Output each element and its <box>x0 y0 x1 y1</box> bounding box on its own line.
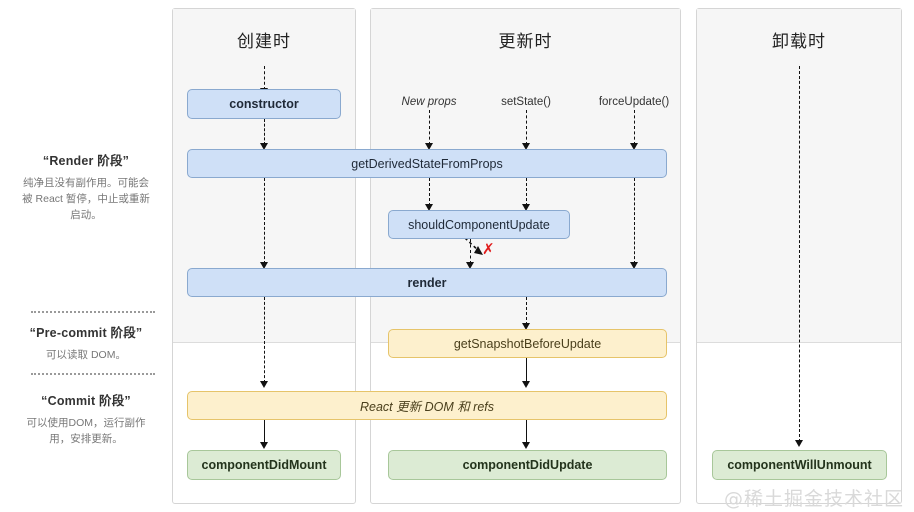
phase-divider-bottom <box>31 373 155 375</box>
box-component-will-unmount[interactable]: componentWillUnmount <box>712 450 887 480</box>
phase-label-precommit: “Pre-commit 阶段” 可以读取 DOM。 <box>0 322 172 363</box>
phase-label-render: “Render 阶段” 纯净且没有副作用。可能会被 React 暂停，中止或重新… <box>0 150 172 223</box>
connector-scu-abort <box>464 237 483 255</box>
connector-render-to-snapshot <box>526 297 527 325</box>
connector-setstate-to-gdsfp <box>526 110 527 145</box>
arrowhead-render-forceupdate <box>630 262 638 269</box>
connector-scu-to-render <box>470 239 471 264</box>
arrowhead-forceupdate-gdsfp <box>630 143 638 150</box>
connector-gdsfp-to-scu-left <box>429 178 430 206</box>
panel-title-unmounting: 卸载时 <box>772 32 826 51</box>
arrowhead-gdsfp-newprops <box>425 143 433 150</box>
connector-react-updates-to-cdu <box>526 420 527 444</box>
phase-label-commit: “Commit 阶段” 可以使用DOM，运行副作用，安排更新。 <box>0 390 172 447</box>
phase-title-render: “Render 阶段” <box>42 154 130 168</box>
phase-title-commit: “Commit 阶段” <box>41 394 131 408</box>
connector-title-to-constructor <box>264 66 265 90</box>
box-should-component-update[interactable]: shouldComponentUpdate <box>388 210 570 239</box>
arrowhead-cwu <box>795 440 803 447</box>
arrowhead-gdsfp-mount <box>260 143 268 150</box>
connector-gdsfp-to-render-mount <box>264 178 265 264</box>
abort-x-icon: ✗ <box>482 240 495 258</box>
connector-newprops-to-gdsfp <box>429 110 430 145</box>
connector-forceupdate-to-render <box>634 178 635 264</box>
connector-constructor-to-gdsfp <box>264 119 265 145</box>
trigger-set-state: setState() <box>501 96 551 108</box>
box-component-did-mount[interactable]: componentDidMount <box>187 450 341 480</box>
trigger-force-update: forceUpdate() <box>598 96 670 108</box>
arrowhead-react-updates-mount <box>260 381 268 388</box>
box-component-did-update[interactable]: componentDidUpdate <box>388 450 667 480</box>
arrowhead-snapshot <box>522 323 530 330</box>
box-react-updates-dom-and-refs[interactable]: React 更新 DOM 和 refs <box>187 391 667 420</box>
arrowhead-scu-left <box>425 204 433 211</box>
watermark: @稀土掘金技术社区 <box>724 488 905 510</box>
connector-react-updates-to-cdm <box>264 420 265 444</box>
arrowhead-cdu <box>522 442 530 449</box>
arrowhead-gdsfp-setstate <box>522 143 530 150</box>
connector-unmount-title-to-cwu <box>799 66 800 442</box>
trigger-new-props: New props <box>401 96 457 108</box>
phase-desc-commit: 可以使用DOM，运行副作用，安排更新。 <box>26 417 146 445</box>
arrowhead-scu-right <box>522 204 530 211</box>
phase-desc-precommit: 可以读取 DOM。 <box>46 349 126 361</box>
connector-forceupdate-to-gdsfp-level <box>634 110 635 145</box>
box-constructor[interactable]: constructor <box>187 89 341 119</box>
phase-divider-top <box>31 311 155 313</box>
arrowhead-render-update <box>466 262 474 269</box>
arrowhead-render-mount <box>260 262 268 269</box>
arrowhead-react-updates-update <box>522 381 530 388</box>
connector-gdsfp-to-scu-right <box>526 178 527 206</box>
phase-title-precommit: “Pre-commit 阶段” <box>29 326 143 340</box>
phase-desc-render: 纯净且没有副作用。可能会被 React 暂停，中止或重新启动。 <box>22 177 150 221</box>
connector-snapshot-to-react-updates <box>526 358 527 383</box>
arrowhead-cdm <box>260 442 268 449</box>
panel-title-updating: 更新时 <box>498 32 553 51</box>
box-render[interactable]: render <box>187 268 667 297</box>
box-get-snapshot-before-update[interactable]: getSnapshotBeforeUpdate <box>388 329 667 358</box>
connector-render-to-react-updates-mount <box>264 297 265 383</box>
panel-title-mounting: 创建时 <box>237 32 291 51</box>
box-get-derived-state-from-props[interactable]: getDerivedStateFromProps <box>187 149 667 178</box>
